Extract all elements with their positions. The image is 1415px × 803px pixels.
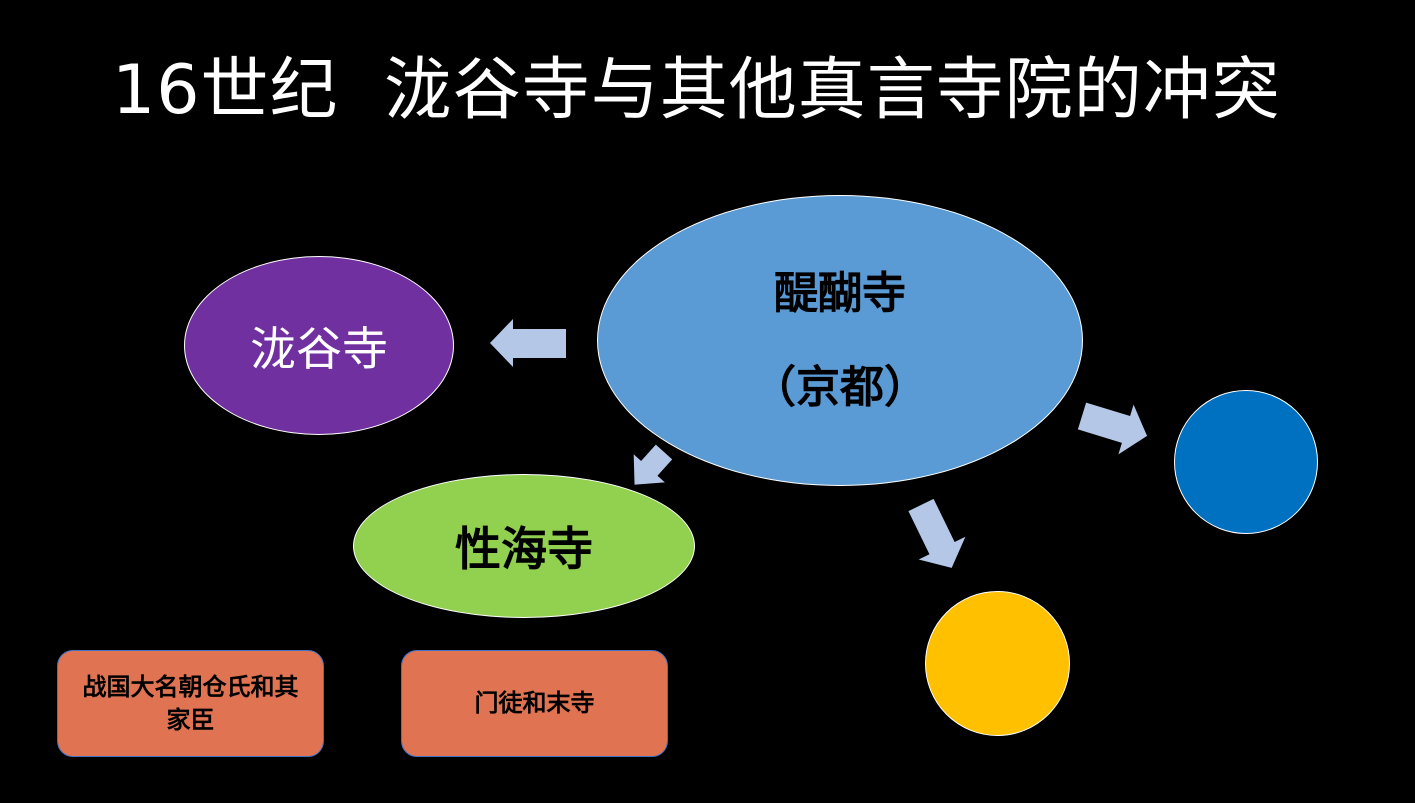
box-label: 战国大名朝仓氏和其家臣 bbox=[82, 673, 299, 734]
arrow-to-longu bbox=[490, 319, 566, 367]
box-asakura-clan: 战国大名朝仓氏和其家臣 bbox=[57, 650, 324, 757]
node-longu-temple: 泷谷寺 bbox=[184, 256, 454, 435]
arrow-to-blue-circle bbox=[1077, 402, 1148, 455]
node-seikai-temple: 性海寺 bbox=[353, 474, 695, 618]
yellow-circle bbox=[925, 591, 1070, 736]
arrow-to-yellow-circle bbox=[908, 498, 966, 568]
node-sublabel: （京都） bbox=[752, 361, 928, 413]
node-daigo-temple: 醍醐寺 （京都） bbox=[597, 195, 1083, 486]
node-label: 泷谷寺 bbox=[250, 321, 388, 376]
node-label: 性海寺 bbox=[455, 522, 593, 576]
slide-title: 16世纪 泷谷寺与其他真言寺院的冲突 bbox=[112, 51, 1281, 130]
arrow-to-seikai bbox=[633, 444, 673, 485]
node-label: 醍醐寺 bbox=[774, 267, 906, 319]
box-followers-branch-temples: 门徒和末寺 bbox=[401, 650, 668, 757]
blue-circle bbox=[1174, 390, 1318, 534]
box-label: 门徒和末寺 bbox=[474, 689, 595, 718]
